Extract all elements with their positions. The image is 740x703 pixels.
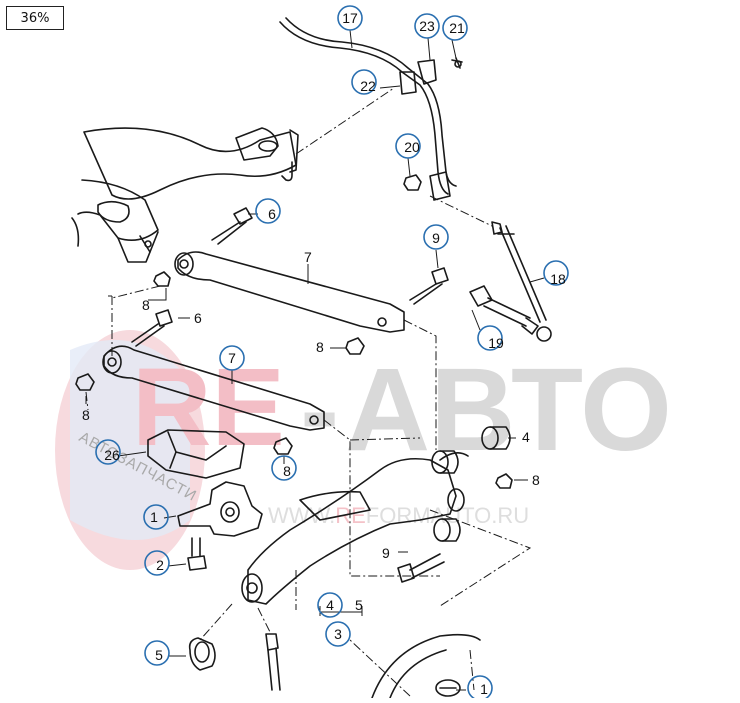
bolt-part-6-upper — [211, 207, 253, 245]
bolt-part-9-lower — [397, 553, 445, 583]
watermark-brand-word: АВТО — [345, 344, 672, 476]
svg-text:8: 8 — [283, 463, 291, 479]
callout-8-knuckle[interactable]: 8 — [532, 472, 540, 488]
cover-part-26 — [147, 429, 245, 479]
drop-link-part — [491, 221, 552, 342]
callout-8-lower[interactable]: 8 — [82, 407, 90, 423]
callout-1-plate[interactable]: 1 — [467, 675, 493, 701]
callout-8-cover[interactable]: 8 — [271, 455, 297, 481]
bushing-part-5 — [188, 637, 216, 671]
callout-8-upper[interactable]: 8 — [142, 297, 150, 313]
svg-text:5: 5 — [155, 647, 163, 663]
svg-text:19: 19 — [488, 335, 504, 351]
svg-text:23: 23 — [419, 18, 435, 34]
svg-text:18: 18 — [550, 271, 566, 287]
callout-2[interactable]: 2 — [144, 550, 170, 576]
bushing-part-4b — [433, 488, 465, 542]
callout-9-lower[interactable]: 9 — [382, 545, 390, 561]
callout-22[interactable]: 22 — [351, 69, 377, 95]
subframe-part — [71, 127, 299, 263]
callout-19[interactable]: 19 — [477, 325, 504, 351]
callout-9-upper[interactable]: 9 — [423, 224, 449, 250]
callout-7-lower[interactable]: 7 — [219, 345, 245, 371]
callout-18[interactable]: 18 — [543, 260, 569, 287]
svg-text:6: 6 — [268, 206, 276, 222]
svg-text:4: 4 — [326, 597, 334, 613]
zoom-value: 36% — [20, 10, 50, 26]
mount-part-1 — [177, 481, 263, 537]
callout-4-arm[interactable]: 4 — [317, 592, 343, 618]
nut-part-8e — [495, 473, 513, 489]
upper-control-arm-part — [174, 251, 405, 333]
svg-text:1: 1 — [150, 509, 158, 525]
callout-5-bushing[interactable]: 5 — [144, 640, 170, 666]
lower-control-arm-part — [102, 345, 325, 431]
svg-text:21: 21 — [449, 20, 465, 36]
anti-roll-bar-part — [279, 17, 457, 201]
leader-lines — [85, 29, 545, 691]
svg-text:17: 17 — [342, 10, 358, 26]
svg-text:22: 22 — [360, 78, 376, 94]
alignment-lines — [85, 87, 532, 697]
watermark-url: WWW.REFORMAUTO.RU — [268, 503, 529, 528]
nut-part-8c — [75, 373, 95, 391]
bolt-part-19 — [469, 285, 539, 335]
nut-part-8d — [273, 437, 293, 455]
bolt-part-6-lower — [131, 309, 173, 347]
svg-text:1: 1 — [480, 681, 488, 697]
svg-text:7: 7 — [228, 350, 236, 366]
clamp-bracket-part — [417, 57, 463, 85]
callout-23[interactable]: 23 — [414, 13, 440, 39]
svg-text:9: 9 — [432, 230, 440, 246]
callout-8-arm[interactable]: 8 — [316, 339, 324, 355]
svg-text:2: 2 — [156, 557, 164, 573]
backing-plate-part — [371, 633, 481, 699]
watermark: RE - АВТО АВТОЗАПЧАСТИ WWW.REFORMAUTO.RU — [55, 330, 672, 570]
callout-20[interactable]: 20 — [395, 133, 421, 159]
callout-6-upper[interactable]: 6 — [255, 198, 281, 224]
bolt-part-2 — [187, 537, 207, 571]
callout-26[interactable]: 26 — [95, 439, 121, 465]
nut-part-20 — [403, 174, 422, 191]
callout-3[interactable]: 3 — [325, 621, 351, 647]
callout-17[interactable]: 17 — [337, 5, 363, 31]
svg-text:3: 3 — [334, 626, 342, 642]
line-art — [71, 17, 552, 699]
callouts: 17 23 21 22 20 6 9 18 19 7 26 8 1 2 4 3 … — [82, 5, 569, 701]
watermark-logo-text: RE — [132, 346, 285, 469]
zoom-indicator[interactable]: 36% — [6, 6, 64, 30]
callout-21[interactable]: 21 — [442, 15, 468, 41]
nut-part-8a — [153, 271, 171, 287]
bolt-part-9-upper — [409, 267, 449, 305]
svg-text:26: 26 — [104, 447, 120, 463]
watermark-logo-shape — [70, 340, 190, 540]
callout-1-mount[interactable]: 1 — [143, 504, 169, 530]
svg-text:20: 20 — [404, 139, 420, 155]
callout-5-arm[interactable]: 5 — [355, 597, 363, 613]
bolt-part-knuckle — [265, 633, 281, 691]
callout-6-lower[interactable]: 6 — [194, 310, 202, 326]
callout-7-upper[interactable]: 7 — [304, 249, 312, 265]
callout-4-bushing[interactable]: 4 — [522, 429, 530, 445]
